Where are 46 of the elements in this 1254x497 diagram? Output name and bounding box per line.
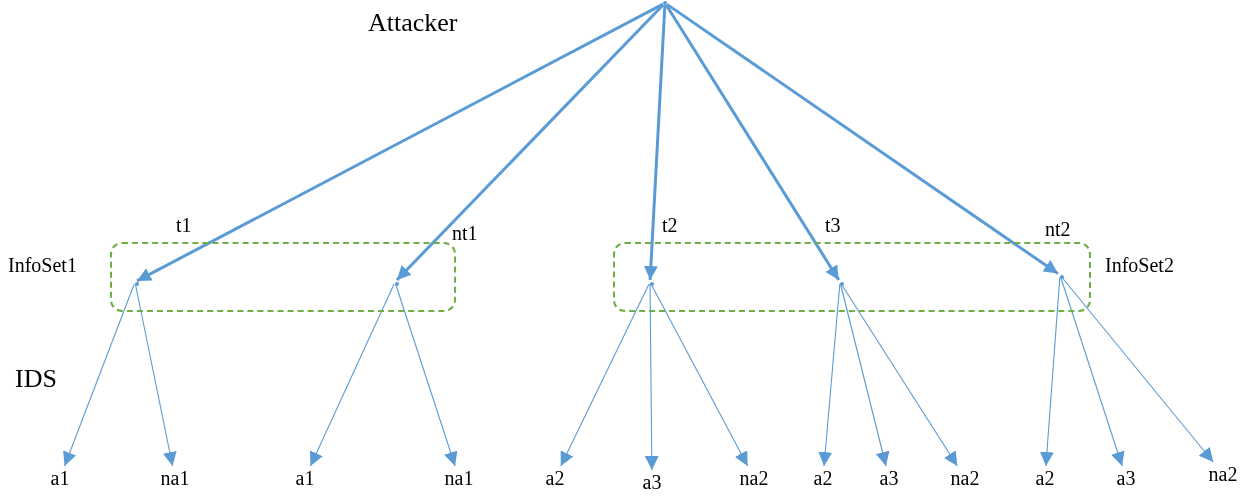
action-label: na1	[157, 466, 193, 490]
action-label: a1	[46, 466, 74, 490]
action-label: na2	[736, 466, 772, 490]
arrow	[1061, 276, 1214, 463]
arrow	[136, 2, 664, 283]
action-label: na2	[1205, 462, 1241, 486]
arrow	[665, 4, 840, 281]
action-label: a2	[809, 466, 837, 490]
edge-label: t2	[662, 214, 678, 236]
player-label: Attacker	[368, 8, 458, 38]
decision-point	[1060, 275, 1064, 279]
decision-point	[135, 282, 139, 286]
action-label: a3	[638, 470, 666, 494]
arrow	[1039, 276, 1061, 467]
arrow	[309, 283, 395, 467]
edge-label: nt1	[452, 222, 478, 244]
edge-label: nt2	[1045, 218, 1071, 240]
arrow	[818, 283, 841, 467]
edge-label: t3	[825, 214, 841, 236]
action-label: a1	[291, 466, 319, 490]
player-label: IDS	[15, 364, 57, 394]
decision-point	[395, 282, 399, 286]
action-label: a2	[541, 466, 569, 490]
arrow	[643, 4, 667, 281]
arrow	[666, 3, 1059, 275]
decision-point	[650, 282, 654, 286]
action-label: na2	[947, 466, 983, 490]
decision-point	[663, 1, 667, 5]
arrow	[650, 283, 749, 467]
arrow	[1060, 276, 1125, 467]
action-label: a3	[875, 466, 903, 490]
arrow	[63, 283, 135, 467]
arrow	[839, 283, 890, 467]
arrow	[644, 283, 659, 471]
arrow	[840, 283, 958, 467]
information-set-label: InfoSet2	[1105, 254, 1174, 276]
arrow	[134, 283, 177, 467]
information-set-label: InfoSet1	[8, 254, 77, 276]
arrow	[560, 283, 650, 467]
action-label: a2	[1031, 466, 1059, 490]
arrow	[395, 283, 458, 467]
decision-point	[840, 282, 844, 286]
action-label: na1	[441, 466, 477, 490]
arrow	[395, 3, 665, 282]
action-label: a3	[1112, 466, 1140, 490]
edge-label: t1	[176, 214, 192, 236]
